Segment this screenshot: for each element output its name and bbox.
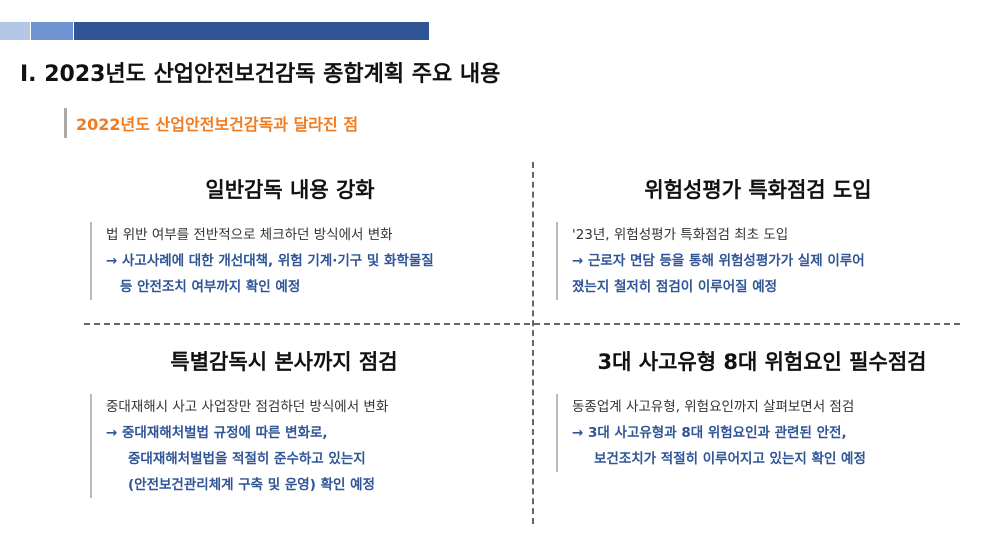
accent-bar-dark-segment (74, 22, 429, 40)
quadrant-title-special-inspection: 특별감독시 본사까지 점검 (170, 350, 398, 374)
accent-bar-light-segment (0, 22, 30, 40)
body-line: '23년, 위험성평가 특화점검 최초 도입 (572, 227, 789, 243)
quadrant-title-general-inspection: 일반감독 내용 강화 (205, 178, 375, 202)
body-line-highlight: 중대재해처벌법을 적절히 준수하고 있는지 (128, 451, 366, 467)
quadrant-body-special-inspection: 중대재해시 사고 사업장만 점검하던 방식에서 변화 → 중대재해처벌법 규정에… (90, 394, 388, 498)
body-line: 동종업계 사고유형, 위험요인까지 살펴보면서 점검 (572, 399, 855, 415)
quadrant-title-accident-types: 3대 사고유형 8대 위험요인 필수점검 (597, 350, 927, 374)
body-line-highlight: 보건조치가 적절히 이루어지고 있는지 확인 예정 (594, 451, 866, 467)
vertical-dashed-divider (532, 162, 534, 524)
page-title: I. 2023년도 산업안전보건감독 종합계획 주요 내용 (20, 62, 501, 87)
quadrant-body-risk-assessment: '23년, 위험성평가 특화점검 최초 도입 → 근로자 면담 등을 통해 위험… (556, 222, 865, 300)
body-line: 법 위반 여부를 전반적으로 체크하던 방식에서 변화 (106, 227, 393, 243)
body-line: 중대재해시 사고 사업장만 점검하던 방식에서 변화 (106, 399, 389, 415)
quadrant-title-risk-assessment: 위험성평가 특화점검 도입 (644, 178, 872, 202)
quadrant-body-general-inspection: 법 위반 여부를 전반적으로 체크하던 방식에서 변화 → 사고사례에 대한 개… (90, 222, 434, 300)
body-line-highlight: → 근로자 면담 등을 통해 위험성평가가 실제 이루어 (572, 253, 865, 269)
horizontal-dashed-divider (84, 323, 960, 325)
body-line-highlight: (안전보건관리체계 구축 및 운영) 확인 예정 (128, 477, 375, 493)
accent-bar-mid-segment (31, 22, 73, 40)
section-subtitle: 2022년도 산업안전보건감독과 달라진 점 (64, 108, 358, 138)
body-line-highlight: 등 안전조치 여부까지 확인 예정 (120, 279, 301, 295)
body-line-highlight: → 중대재해처벌법 규정에 따른 변화로, (106, 425, 328, 441)
body-line-highlight: 졌는지 철저히 점검이 이루어질 예정 (572, 279, 778, 295)
body-line-highlight: → 사고사례에 대한 개선대책, 위험 기계·기구 및 화학물질 (106, 253, 434, 269)
quadrant-body-accident-types: 동종업계 사고유형, 위험요인까지 살펴보면서 점검 → 3대 사고유형과 8대… (556, 394, 866, 472)
body-line-highlight: → 3대 사고유형과 8대 위험요인과 관련된 안전, (572, 425, 847, 441)
